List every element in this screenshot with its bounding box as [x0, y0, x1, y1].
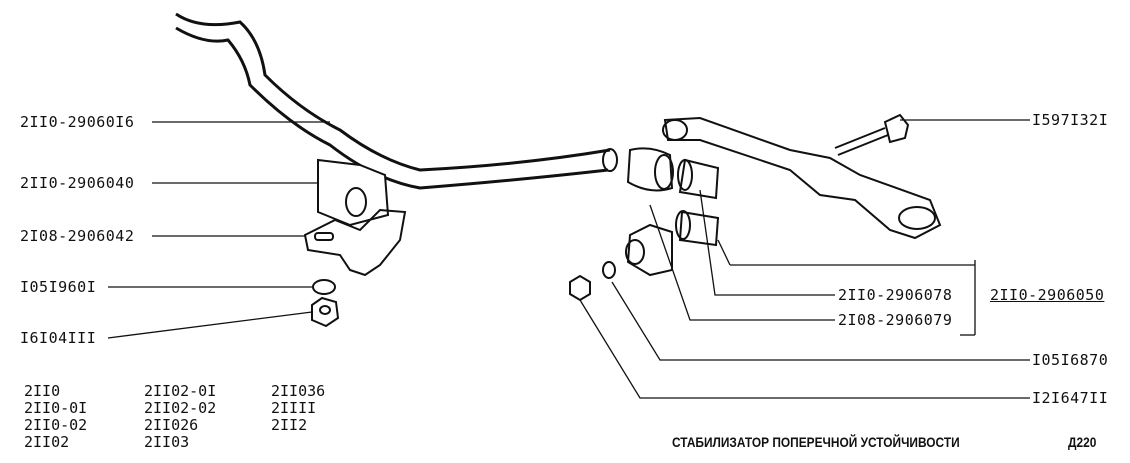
label-washer-left: I05I960I — [20, 278, 97, 296]
control-arm — [663, 116, 942, 240]
washer-left — [312, 279, 336, 295]
model: 2II02-02 — [144, 399, 217, 417]
bushing-1 — [626, 147, 674, 192]
label-bracket: 2I08-2906042 — [20, 227, 135, 245]
label-bolt: I597I32I — [1032, 111, 1109, 129]
label-cushion: 2II0-2906040 — [20, 174, 135, 192]
label-nut-left: I6I04III — [20, 329, 97, 347]
label-bushing-assembly: 2II0-2906050 — [990, 286, 1105, 304]
nut-right — [569, 274, 591, 302]
bracket — [303, 208, 407, 277]
label-nut-right: I2I647II — [1032, 389, 1109, 407]
bushing-outer — [678, 158, 720, 200]
model: 2II0-0I — [24, 399, 88, 417]
model: 2II026 — [144, 416, 199, 434]
label-bushing-outer: 2II0-2906078 — [838, 286, 953, 304]
washer-right — [602, 261, 616, 279]
model: 2II03 — [144, 433, 190, 451]
model: 2II0 — [24, 382, 61, 400]
bushing-2 — [678, 210, 720, 247]
model-list-1: 2II0 2II0-0I 2II0-02 2II02 — [24, 383, 87, 451]
model-list-2: 2II02-0I 2II02-02 2II026 2II03 — [144, 383, 216, 451]
diagram-title: СТАБИЛИЗАТОР ПОПЕРЕЧНОЙ УСТОЙЧИВОСТИ — [672, 434, 960, 450]
model: 2II036 — [271, 382, 326, 400]
nut-left — [311, 296, 340, 328]
stabilizer-bar — [175, 12, 611, 172]
model: 2II02 — [24, 433, 70, 451]
model-list-3: 2II036 2IIII 2II2 — [271, 383, 325, 434]
model: 2II2 — [271, 416, 308, 434]
label-washer-right: I05I6870 — [1032, 351, 1109, 369]
label-bushing-inner: 2I08-2906079 — [838, 311, 953, 329]
model: 2II0-02 — [24, 416, 88, 434]
bolt — [834, 127, 889, 156]
model: 2II02-0I — [144, 382, 217, 400]
model: 2IIII — [271, 399, 317, 417]
label-stabilizer-bar: 2II0-29060I6 — [20, 113, 135, 131]
cushion — [317, 158, 390, 227]
page-code: Д220 — [1068, 434, 1097, 450]
